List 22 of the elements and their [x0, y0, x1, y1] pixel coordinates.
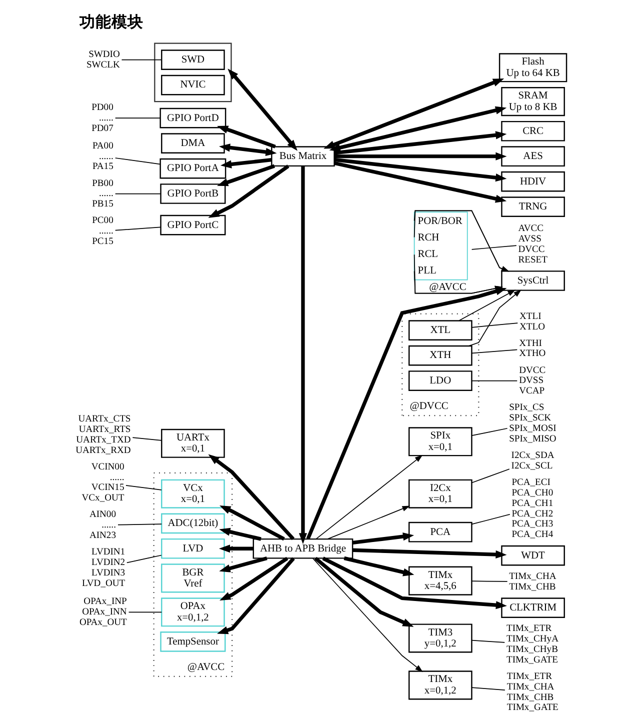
- node-text: PD00 ...... PD07: [92, 102, 114, 134]
- diagram-title: 功能模块: [79, 12, 144, 32]
- node-text: AVCC AVSS DVCC RESET: [518, 222, 548, 266]
- node-text: SPIx_CS SPIx_SCK SPIx_MOSI SPIx_MISO: [509, 402, 556, 444]
- node-text: DVCC DVSS VCAP: [519, 364, 546, 397]
- node-text: PC00 ...... PC15: [92, 215, 114, 248]
- node-text: TIMx_ETR TIMx_CHyA TIMx_CHyB TIMx_GATE: [506, 623, 558, 666]
- node-text: UARTx_CTS UARTx_RTS UARTx_TXD UARTx_RXD: [76, 413, 131, 456]
- node-text: AIN00 ...... AIN23: [89, 509, 116, 542]
- node-text: PCA_ECI PCA_CH0 PCA_CH1 PCA_CH2 PCA_CH3 PCA_CH4: [512, 476, 554, 540]
- node-text: TIMx_CHA TIMx_CHB: [509, 570, 556, 592]
- node-text: XTLI XTLO: [520, 310, 546, 332]
- node-text: PB00 ...... PB15: [92, 178, 114, 210]
- node-text: LVDIN1 LVDIN2 LVDIN3 LVD_OUT: [82, 546, 126, 589]
- node-text: OPAx_INP OPAx_INN OPAx_OUT: [79, 596, 127, 628]
- node-text: TIMx_ETR TIMx_CHA TIMx_CHB TIMx_GATE: [506, 670, 558, 714]
- node-text: XTHI XTHO: [519, 338, 546, 360]
- node-text: VCIN00 ...... VCIN15 VCx_OUT: [82, 461, 124, 504]
- node-text: SWDIO SWCLK: [86, 49, 120, 70]
- node-text: PA00 ...... PA15: [92, 140, 114, 172]
- node-label: @AVCC: [429, 282, 466, 293]
- node-text: I2Cx_SDA I2Cx_SCL: [511, 450, 554, 472]
